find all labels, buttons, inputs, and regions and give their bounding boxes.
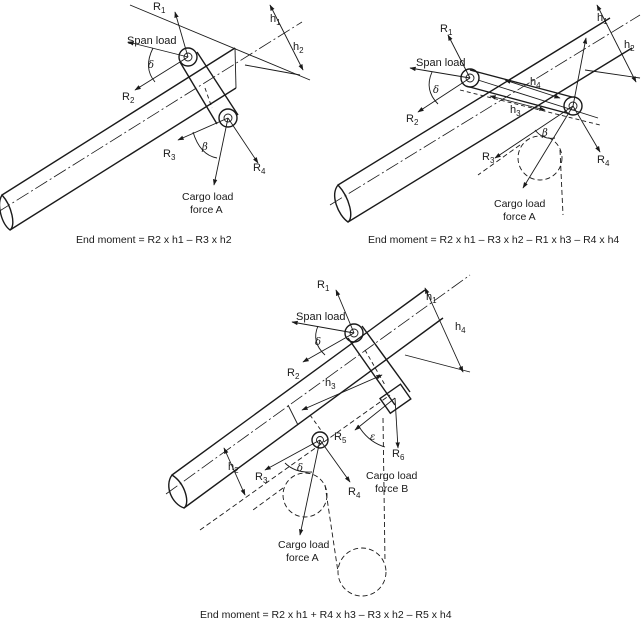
panel-a-delta-arc <box>148 47 156 83</box>
panel-b-forces <box>409 34 601 216</box>
panel-a-cargo-load-arrow <box>213 117 229 186</box>
panel-a-boom <box>0 21 303 231</box>
panel-c-r1-label: R1 <box>317 279 330 293</box>
panel-b-link-plate <box>459 68 601 126</box>
panel-c-delta2-label: δ <box>297 463 303 474</box>
panel-a-r1-label: R1 <box>153 1 166 15</box>
panel-b-r3-label: R3 <box>482 151 495 165</box>
panel-a-h2-label: h2 <box>293 41 304 55</box>
panel-c-cargo-a-label-line1: Cargo load <box>278 539 330 551</box>
panel-c-forces <box>252 289 400 597</box>
panel-b-r1b-arrow <box>572 37 588 107</box>
panel-c-epsilon-arc <box>357 424 386 448</box>
panel-c-r6-label: R6 <box>392 448 405 462</box>
panel-b-r3-arrow <box>494 105 574 159</box>
panel-a-labels: R1 Span load δ R2 R3 β R4 h1 h2 Cargo lo… <box>76 1 304 246</box>
panel-b-span-load-label: Span load <box>416 57 466 69</box>
panel-b-dimension-lines <box>477 4 641 119</box>
panel-b-cargo-load-arrow <box>522 105 574 189</box>
panel-c-h2-label: h2 <box>228 461 239 475</box>
panel-a-end-moment-formula: End moment = R2 x h1 – R3 x h2 <box>76 234 232 246</box>
panel-b-r2-arrow <box>417 77 471 113</box>
panel-b-delta-arc <box>428 71 439 105</box>
panel-c-span-load-label: Span load <box>296 311 346 323</box>
panel-b-h1-label: h1 <box>597 12 608 26</box>
panel-b-cargo-label-line1: Cargo load <box>494 198 546 210</box>
panel-c-cargo-a-label-line2: force A <box>286 552 319 564</box>
panel-c-cargo-a-arrow <box>299 439 321 536</box>
panel-a-r4-arrow <box>227 117 259 164</box>
panel-b-end-moment-formula: End moment = R2 x h1 – R3 x h2 – R1 x h3… <box>368 234 619 246</box>
panel-a-h1-label: h1 <box>270 13 281 27</box>
panel-c-sheave-a-circle <box>282 472 328 518</box>
panel-c-cargo-b-label-line1: Cargo load <box>366 470 418 482</box>
panel-b-h2-label: h2 <box>624 39 635 53</box>
panel-b-cargo-label-line2: force A <box>503 211 536 223</box>
panel-b-beta-arc <box>534 129 556 139</box>
panel-b-span-load-arrow <box>409 66 471 79</box>
panel-a-r4-label: R4 <box>253 162 266 176</box>
panel-c-r5-arrow <box>354 397 396 431</box>
panel-c-end-moment-formula: End moment = R2 x h1 + R4 x h3 – R3 x h2… <box>200 609 452 621</box>
panel-c-sheave-b-circle <box>337 547 387 597</box>
panel-c-r4-arrow <box>319 439 351 483</box>
panel-c-h1-label: h1 <box>426 291 437 305</box>
panel-c-epsilon-label: ε <box>370 432 375 443</box>
panel-a-dimension-lines <box>129 4 311 81</box>
panel-c-delta-label: δ <box>315 337 321 348</box>
panel-b-r1-label: R1 <box>440 23 453 37</box>
panel-c-delta-arc <box>315 325 326 356</box>
panel-c-link-plate <box>309 323 412 449</box>
panel-b-sheave-circle <box>517 135 563 181</box>
panel-c-r4-label: R4 <box>348 486 361 500</box>
panel-c-cargo-b-label-line2: force B <box>375 483 408 495</box>
panel-c-r3-label: R3 <box>255 471 268 485</box>
panel-c: R1 Span load δ R2 h3 h1 h4 ε R5 R6 h2 δ … <box>165 274 471 621</box>
panel-b-r4-arrow <box>572 105 601 153</box>
panel-a-cargo-label-line2: force A <box>190 204 223 216</box>
panel-a-span-load-label: Span load <box>127 35 177 47</box>
panel-a-span-load-arrow <box>127 41 189 58</box>
panel-a-r3-arrow <box>177 117 229 141</box>
panel-a-beta-arc <box>192 131 218 159</box>
panel-c-r3-arrow <box>264 439 321 471</box>
panel-c-boom <box>165 274 471 509</box>
panel-a-forces <box>127 11 259 186</box>
panel-c-r2-label: R2 <box>287 367 300 381</box>
panel-a: R1 Span load δ R2 R3 β R4 h1 h2 Cargo lo… <box>0 1 311 246</box>
panel-c-r5-label: R5 <box>334 431 347 445</box>
panel-c-dimension-lines <box>199 287 471 531</box>
panel-b-r1-arrow <box>447 34 471 79</box>
panel-c-span-load-arrow <box>291 320 355 334</box>
panel-b-beta-label: β <box>541 128 548 139</box>
panel-a-r3-label: R3 <box>163 148 176 162</box>
panel-a-delta-label: δ <box>148 60 154 71</box>
panel-b-h4-label: h4 <box>530 76 541 90</box>
panel-c-r6-arrow <box>394 397 400 449</box>
panel-a-r1-arrow <box>174 11 189 58</box>
panel-c-r1-arrow <box>335 289 355 334</box>
panel-b-labels: R1 Span load δ R2 h4 h3 h1 h2 β R3 R4 Ca… <box>368 12 635 246</box>
panel-b-h3-label: h3 <box>510 104 521 118</box>
panel-c-h4-label: h4 <box>455 321 466 335</box>
panel-c-r2-arrow <box>302 332 355 363</box>
panel-c-delta2-arc <box>284 462 313 473</box>
panel-b-r2-label: R2 <box>406 113 419 127</box>
panel-c-h3-label: h3 <box>325 377 336 391</box>
panel-a-r2-label: R2 <box>122 91 135 105</box>
panel-a-beta-label: β <box>201 142 208 153</box>
panel-a-cargo-label-line1: Cargo load <box>182 191 234 203</box>
panel-c-labels: R1 Span load δ R2 h3 h1 h4 ε R5 R6 h2 δ … <box>200 279 466 621</box>
panel-b-r4-label: R4 <box>597 154 610 168</box>
panel-a-link-plate <box>178 47 239 128</box>
panel-b-boom <box>329 14 641 223</box>
panel-b: R1 Span load δ R2 h4 h3 h1 h2 β R3 R4 Ca… <box>329 4 641 246</box>
panel-b-delta-label: δ <box>433 85 439 96</box>
panel-a-r2-arrow <box>134 56 189 91</box>
